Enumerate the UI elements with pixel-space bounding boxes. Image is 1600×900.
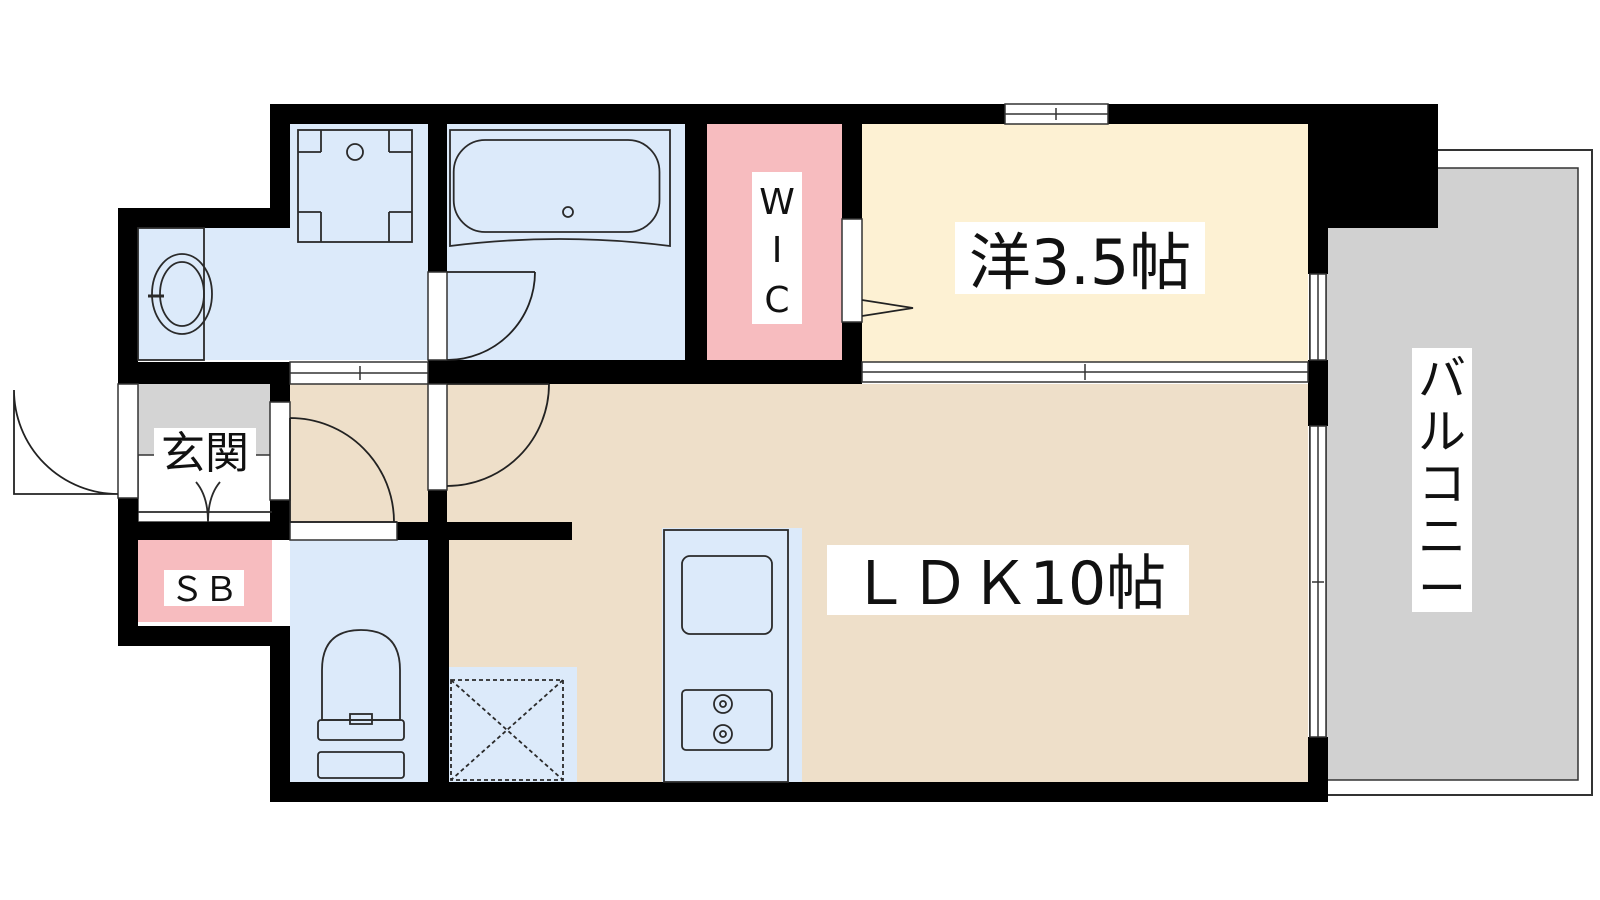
ent-door-frame-left bbox=[117, 383, 139, 499]
openings bbox=[117, 103, 1327, 738]
burner-2 bbox=[713, 724, 733, 744]
toilet-bowl bbox=[321, 629, 401, 721]
door-swings bbox=[13, 271, 914, 523]
shoe-box-label: ＳＢ bbox=[170, 570, 238, 610]
wall-left-upper bbox=[270, 104, 290, 226]
wall-bath-wic bbox=[685, 124, 707, 360]
entrance-label: 玄関 bbox=[161, 428, 249, 479]
wic-label-i: I bbox=[772, 230, 783, 271]
wic-door-swing bbox=[861, 299, 914, 317]
wall-left-ent-bottom bbox=[118, 498, 138, 643]
balcony-label-1: バ bbox=[1418, 351, 1466, 407]
hall-door-swing bbox=[289, 417, 397, 523]
wall-wash-bath bbox=[428, 124, 447, 272]
ldk-label-bg bbox=[827, 545, 1189, 615]
balcony-label-5: ー bbox=[1418, 561, 1466, 617]
bathtub-drain bbox=[562, 206, 574, 218]
bath-door-frame bbox=[427, 271, 448, 361]
shoe-box-label-bg bbox=[164, 570, 244, 606]
basin-inner bbox=[159, 261, 205, 327]
toilet-room-floor bbox=[290, 540, 428, 782]
entrance-label-bg bbox=[154, 428, 256, 478]
wall-top-right bbox=[1108, 104, 1330, 124]
balcony-label-2: ル bbox=[1418, 404, 1466, 460]
kitchen-counter bbox=[662, 528, 802, 782]
kitchen-sink bbox=[681, 555, 773, 635]
washer-pan-drain bbox=[346, 143, 364, 161]
hall-door-frame bbox=[427, 383, 448, 491]
wall-ent-right-bottom bbox=[270, 500, 290, 540]
burner-2-inner bbox=[719, 730, 727, 738]
walls bbox=[118, 104, 1438, 802]
western-room-label: 洋3.5帖 bbox=[969, 226, 1192, 299]
wic-label-bg bbox=[752, 172, 802, 324]
bathtub-inner bbox=[452, 139, 661, 233]
toilet-button bbox=[349, 713, 373, 725]
wic-label-w: W bbox=[759, 182, 795, 223]
wall-left-wash-top bbox=[118, 208, 290, 228]
wall-bath-bottom bbox=[428, 360, 862, 384]
bathtub-outer bbox=[449, 129, 671, 248]
kitchen-stove bbox=[681, 689, 773, 751]
wall-wic-western bbox=[842, 124, 862, 219]
kitchen-counter-outline bbox=[663, 529, 789, 783]
toilet-door-frame bbox=[289, 521, 398, 541]
wall-left-wash bbox=[118, 208, 138, 384]
bath-door-swing bbox=[446, 271, 536, 361]
wall-ent-top bbox=[118, 362, 290, 384]
balcony-label-4: ニ bbox=[1418, 509, 1466, 565]
ent-door-frame-right bbox=[269, 401, 291, 501]
entrance-door-swing bbox=[13, 389, 119, 495]
balcony-label-3: コ bbox=[1418, 456, 1466, 512]
burner-1-inner bbox=[719, 700, 727, 708]
wall-right-1 bbox=[1308, 360, 1328, 426]
washer-space-outline bbox=[450, 679, 564, 781]
wall-sb-top bbox=[118, 522, 290, 540]
basin-counter bbox=[137, 227, 205, 361]
wall-top bbox=[270, 104, 1005, 124]
wall-left-lower bbox=[270, 626, 290, 802]
fixtures bbox=[137, 129, 789, 783]
wic-label-c: C bbox=[764, 280, 789, 321]
wall-bottom bbox=[270, 782, 1328, 802]
toilet-tank bbox=[317, 751, 405, 779]
wall-toilet-top bbox=[397, 522, 572, 540]
wall-sb-bottom bbox=[118, 626, 290, 646]
balcony-label-bg bbox=[1412, 348, 1472, 612]
wall-hall-left bbox=[428, 360, 447, 384]
wall-toilet-right bbox=[428, 522, 449, 802]
wall-western-right bbox=[1308, 104, 1328, 274]
burner-1 bbox=[713, 694, 733, 714]
wall-ent-right-top bbox=[270, 362, 290, 402]
wic-opening bbox=[841, 218, 863, 323]
wall-hall-mid bbox=[428, 490, 447, 540]
western-room-label-bg bbox=[955, 222, 1205, 294]
ldk-door-swing bbox=[446, 383, 550, 487]
basin-bowl bbox=[151, 253, 213, 335]
wall-pillar-ne bbox=[1308, 104, 1438, 228]
washer-pan bbox=[297, 129, 413, 243]
room-labels: 洋3.5帖 ＬＤＫ10帖 W I C 玄関 ＳＢ バ ル コ ニ ー bbox=[154, 172, 1472, 619]
entrance-arrow bbox=[195, 481, 221, 523]
ldk-label: ＬＤＫ10帖 bbox=[850, 549, 1166, 619]
washroom-upper-floor bbox=[288, 124, 428, 229]
